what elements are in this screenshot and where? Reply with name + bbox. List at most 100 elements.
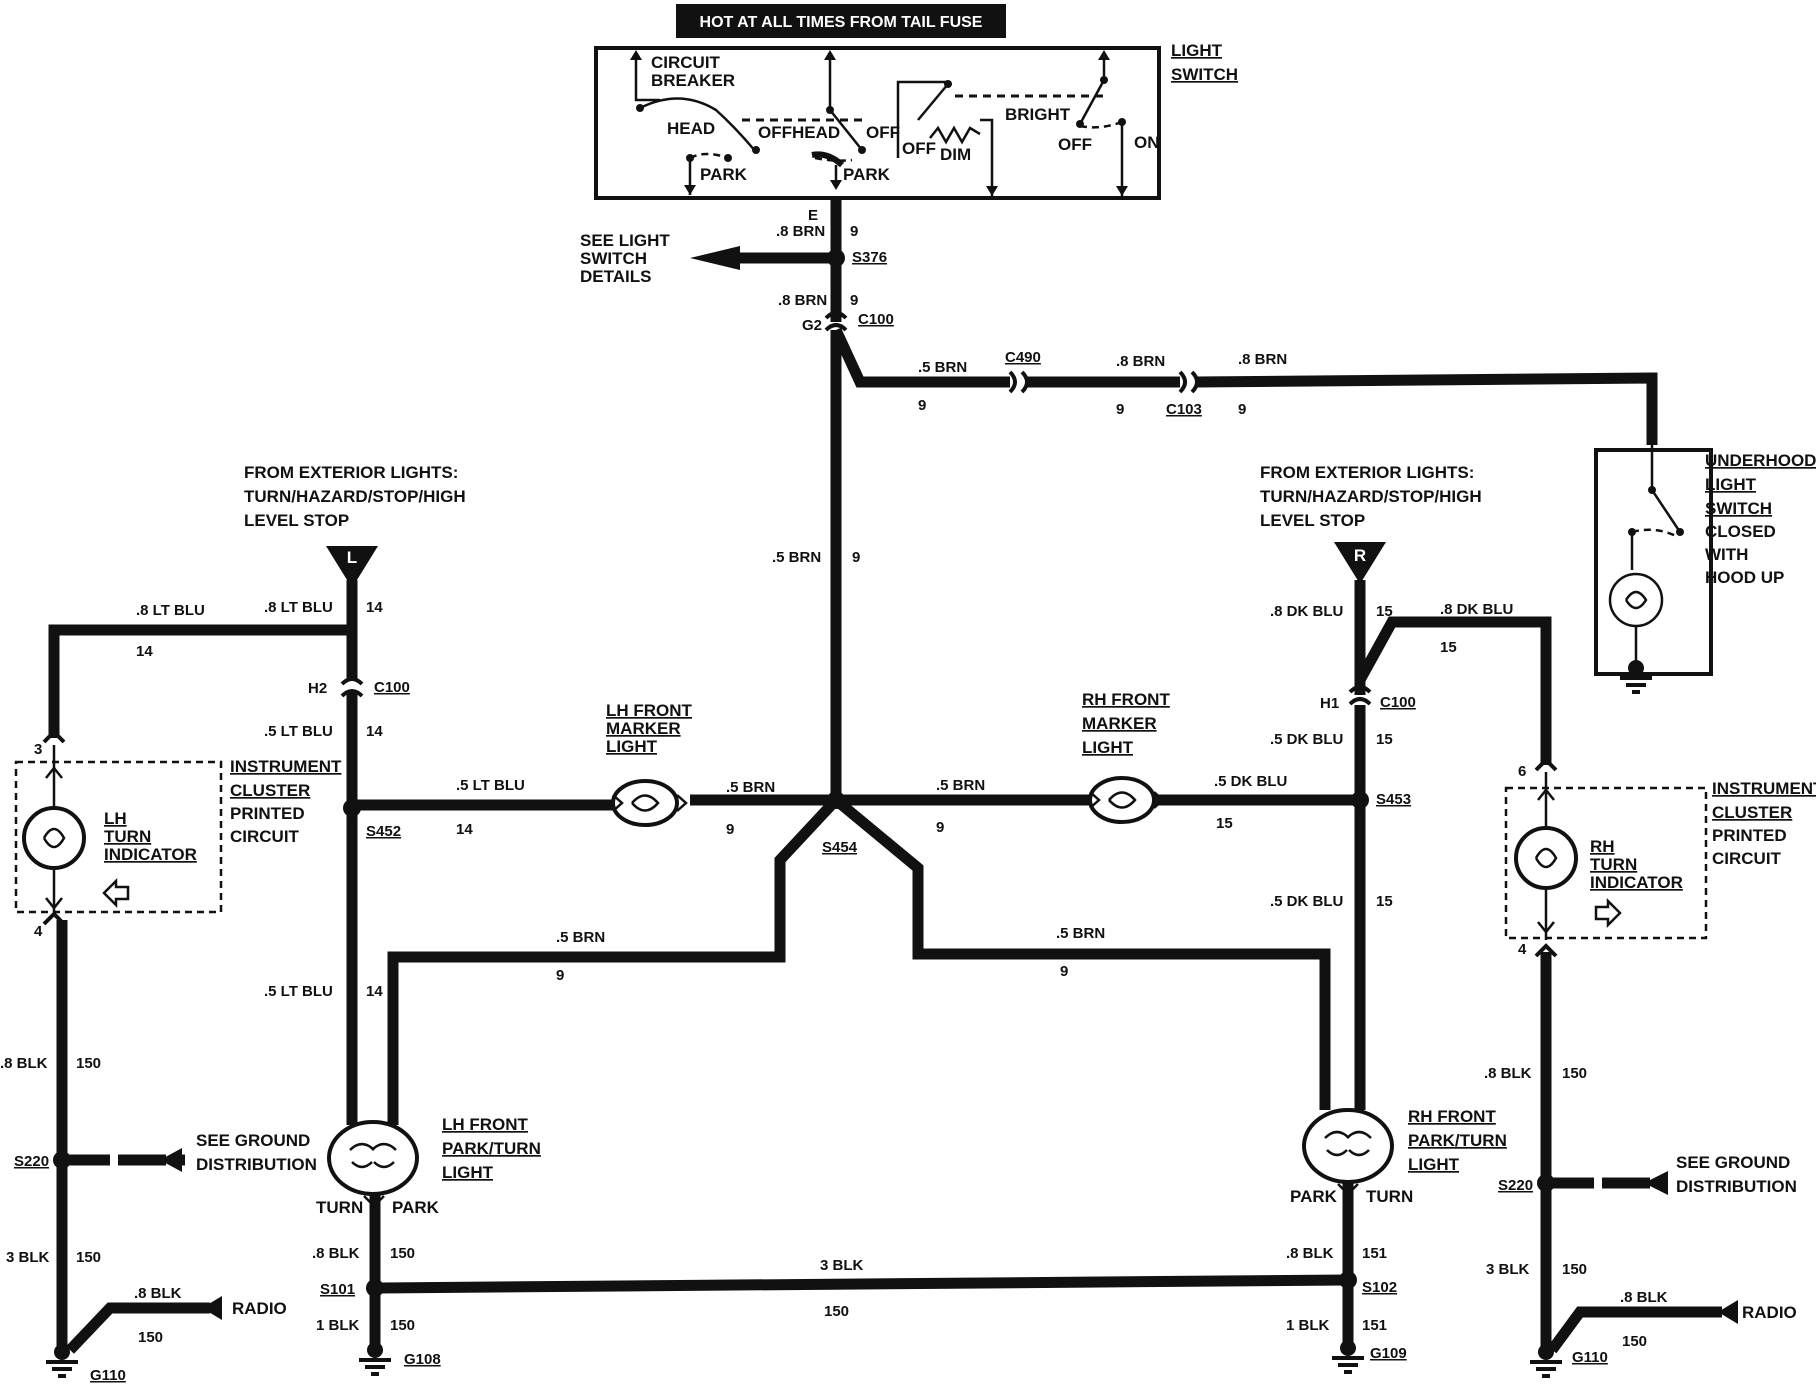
left-top-circuit-2: 14 (366, 599, 383, 616)
rh-cluster-label-3: PRINTED (1712, 826, 1787, 845)
c100-g2-label: C100 (858, 311, 894, 328)
lh-indicator-label-3: INDICATOR (104, 845, 197, 864)
lh-turn-indicator-lamp-icon (22, 806, 86, 870)
left-blk3-circuit: 150 (76, 1249, 101, 1266)
rh-pin-4: 4 (1518, 941, 1527, 958)
left-from-3: LEVEL STOP (244, 511, 349, 530)
lh-cluster-label-3: PRINTED (230, 804, 305, 823)
splice-s376 (827, 249, 845, 267)
right-top-circuit-2: 15 (1440, 639, 1457, 656)
right-blk3-circuit: 150 (1562, 1261, 1587, 1278)
rh-lamp-label-3: LIGHT (1408, 1155, 1460, 1174)
top-feed-labels: .8 BRN 9 S376 SEE LIGHT SWITCH DETAILS .… (580, 223, 894, 566)
splice-s220-left (53, 1151, 71, 1169)
center-rbranch-gauge: .5 BRN (1056, 925, 1105, 942)
underhood-label-6: HOOD UP (1705, 568, 1784, 587)
top-w1-gauge: .8 BRN (776, 223, 825, 240)
right-g-gauge: 1 BLK (1286, 1317, 1330, 1334)
right-ground-dist-2: DISTRIBUTION (1676, 1177, 1797, 1196)
lh-indicator-label-2: TURN (104, 827, 151, 846)
rh-turn-indicator-lamp-icon (1514, 826, 1578, 890)
off-label-4: OFF (1058, 135, 1092, 154)
connector-c100-h2 (340, 677, 364, 686)
left-from-1: FROM EXTERIOR LIGHTS: (244, 463, 458, 482)
underhood-lamp-icon (1608, 572, 1664, 628)
left-top-gauge: .8 LT BLU (136, 602, 205, 619)
left-top-gauge-2: .8 LT BLU (264, 599, 333, 616)
underhood-light-switch: UNDERHOOD LIGHT SWITCH CLOSED WITH HOOD … (1594, 445, 1816, 676)
circuit-breaker-label: CIRCUIT (651, 53, 721, 72)
left-lamp-gnd-gauge: .8 BLK (312, 1245, 360, 1262)
splice-s453 (1351, 791, 1369, 809)
underhood-label-4: CLOSED (1705, 522, 1776, 541)
right-radio-gauge: .8 BLK (1620, 1289, 1668, 1306)
right-blk-gauge: .8 BLK (1484, 1065, 1532, 1082)
right-top-circuit: 15 (1376, 603, 1393, 620)
g108-label: G108 (404, 1351, 441, 1368)
left-marker-gauge: .5 LT BLU (456, 777, 525, 794)
rh-marker-label-2: MARKER (1082, 714, 1157, 733)
lh-lamp-label-3: LIGHT (442, 1163, 494, 1182)
splice-s454 (827, 791, 845, 809)
left-ground-dist-1: SEE GROUND (196, 1131, 310, 1150)
right-low-gauge: .5 DK BLU (1270, 893, 1343, 910)
connector-c100-g2 (824, 311, 848, 320)
right-mid-circuit: 15 (1376, 731, 1393, 748)
left-g-circuit: 150 (390, 1317, 415, 1334)
left-g-gauge: 1 BLK (316, 1317, 360, 1334)
right-marker-circuit: 15 (1216, 815, 1233, 832)
center-rmarker-gauge: .5 BRN (936, 777, 985, 794)
underhood-label-1: UNDERHOOD (1705, 451, 1816, 470)
splice-s452-label: S452 (366, 823, 401, 840)
lh-cluster-label-4: CIRCUIT (230, 827, 300, 846)
right-source-tag (1334, 542, 1386, 584)
head-label-1: HEAD (667, 119, 715, 138)
right-top-gauge: .8 DK BLU (1270, 603, 1343, 620)
uh-w3-gauge: .8 BRN (1238, 351, 1287, 368)
left-h2-pin: H2 (308, 680, 327, 697)
left-mid-gauge: .5 LT BLU (264, 723, 333, 740)
c490-label: C490 (1005, 349, 1041, 366)
center-lmarker-gauge: .5 BRN (726, 779, 775, 796)
left-c100-label: C100 (374, 679, 410, 696)
right-ground-dist-1: SEE GROUND (1676, 1153, 1790, 1172)
uh-w2-gauge: .8 BRN (1116, 353, 1165, 370)
right-c100-label: C100 (1380, 694, 1416, 711)
center-wire-labels: .5 BRN 9 .5 BRN 9 S454 .5 BRN 9 .5 BRN 9… (556, 777, 1105, 1320)
rh-lamp-label-1: RH FRONT (1408, 1107, 1496, 1126)
splice-s376-label: S376 (852, 249, 887, 266)
left-wire-labels: FROM EXTERIOR LIGHTS: TURN/HAZARD/STOP/H… (0, 463, 525, 1384)
splice-s102-label: S102 (1362, 1279, 1397, 1296)
left-source-tag (326, 546, 378, 588)
rh-cluster-label-1: INSTRUMENT (1712, 779, 1816, 798)
left-radio-gauge: .8 BLK (134, 1285, 182, 1302)
right-g110-label: G110 (1572, 1349, 1608, 1366)
rh-front-marker-light: RH FRONT MARKER LIGHT (1082, 690, 1170, 824)
right-g-circuit: 151 (1362, 1317, 1387, 1334)
splices: L R (42, 249, 1738, 1324)
rh-lamp-turn-label: TURN (1366, 1187, 1413, 1206)
connector-c100-h1 (1348, 685, 1372, 694)
underhood-label-2: LIGHT (1705, 475, 1757, 494)
right-lamp-gnd-circuit: 151 (1362, 1245, 1387, 1262)
left-marker-circuit: 14 (456, 821, 473, 838)
lh-lamp-label-1: LH FRONT (442, 1115, 529, 1134)
right-h1-pin: H1 (1320, 695, 1339, 712)
c103-label: C103 (1166, 401, 1202, 418)
splice-s101-label: S101 (320, 1281, 355, 1298)
underhood-wire-labels: .5 BRN 9 C490 .8 BRN 9 C103 .8 BRN 9 (918, 349, 1287, 418)
rh-marker-label-1: RH FRONT (1082, 690, 1170, 709)
center-lmarker-circuit: 9 (726, 821, 734, 838)
lh-front-marker-light: LH FRONT MARKER LIGHT (606, 701, 693, 827)
banner: HOT AT ALL TIMES FROM TAIL FUSE (676, 4, 1006, 38)
right-from-3: LEVEL STOP (1260, 511, 1365, 530)
right-arrow-icon (1594, 897, 1622, 929)
splice-s101 (366, 1279, 384, 1297)
center-lbranch-circuit: 9 (556, 967, 564, 984)
connector-c103 (1178, 370, 1187, 394)
lh-marker-label-3: LIGHT (606, 737, 658, 756)
left-radio-label: RADIO (232, 1299, 287, 1318)
left-blk3-gauge: 3 BLK (6, 1249, 50, 1266)
left-arrow-icon (102, 877, 130, 909)
